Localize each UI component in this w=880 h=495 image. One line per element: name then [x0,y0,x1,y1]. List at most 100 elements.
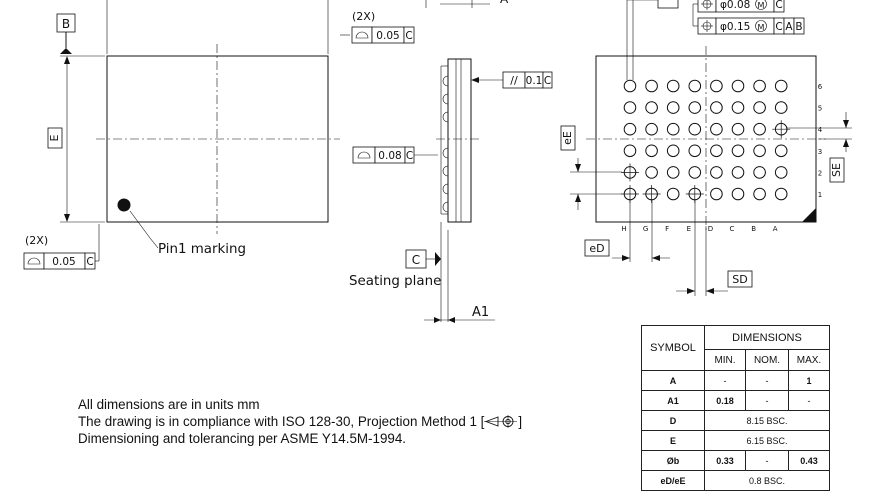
column-label: D [708,225,713,233]
solder-ball [666,101,680,114]
fcf-flatness-datum: C [406,150,413,162]
dim-se-label: SE [830,163,843,177]
fcf-pos2-datum-3: B [795,21,802,33]
fcf-pos2-value: φ0.15 [720,21,750,33]
solder-ball [666,187,680,201]
solder-ball [710,166,723,179]
note-asme: Dimensioning and tolerancing per ASME Y1… [78,431,407,446]
solder-ball [688,144,702,158]
table-row: A1 0.18 - - [641,390,830,411]
solder-ball [645,122,658,136]
side-body [447,58,472,223]
solder-ball [645,144,658,158]
solder-ball [666,166,680,179]
dim-se-box [829,157,845,183]
table-header-symbol: SYMBOL [641,325,705,371]
fcf-top-count: (2X) [352,10,375,23]
solder-ball [623,101,637,114]
fcf-parallel-value: 0.1 [526,75,543,87]
datum-b-label: B [62,17,70,31]
side-view: A // 0.1 C 0.08 C [349,0,553,323]
solder-ball [731,122,745,136]
dim-e-box [47,127,63,149]
ball-grid [623,79,788,201]
pin1-label: Pin1 marking [158,242,246,257]
datum-b-triangle [60,48,72,54]
row-label: 5 [818,105,822,113]
solder-ball [753,101,766,114]
table-col-nom: NOM. [745,349,789,371]
solder-ball [731,187,745,201]
solder-ball [710,187,723,201]
dim-ee-box [560,125,576,151]
table-header-dimensions: DIMENSIONS [704,324,830,351]
dim-sd-box [727,270,753,288]
solder-ball [774,79,788,93]
dim-a-top-label: A [500,0,509,6]
note-units: All dimensions are in units mm [78,397,260,412]
package-outline [106,55,329,223]
fcf-flatness-value: 0.08 [378,150,401,162]
row-label: 2 [818,169,822,177]
fcf-bottom-datum: C [86,256,93,268]
note-iso-tail: ] [518,414,523,429]
solder-ball [710,101,723,114]
dimensions-table: SYMBOL DIMENSIONS MIN. NOM. MAX. A - - 1… [641,324,830,491]
fcf-pos2-datum-2: A [785,21,793,33]
column-label: A [773,225,778,233]
solder-ball [710,79,723,93]
solder-ball [731,144,745,158]
dim-e-label: E [48,134,61,141]
dim-ed-box [584,239,610,257]
table-row: D 8.15 BSC. [641,410,830,431]
table-row: A - - 1 [641,370,830,391]
solder-ball [623,79,637,93]
corner-mark [802,208,816,222]
dim-ed-label: eD [589,242,604,255]
datum-c-label: C [412,253,420,267]
row-label: 1 [818,191,822,199]
solder-ball [753,79,766,93]
solder-ball [666,144,680,158]
seating-plane-label: Seating plane [349,274,441,289]
solder-ball [688,79,702,93]
note-iso-text: The drawing is in compliance with ISO 12… [78,414,485,429]
solder-ball [774,101,788,114]
solder-ball [688,101,702,114]
column-label: E [687,225,691,233]
fcf-bottom-value: 0.05 [52,256,75,268]
fcf-pos2-datum-1: C [775,21,782,33]
table-row: E 6.15 BSC. [641,430,830,451]
datum-c-triangle [435,252,441,266]
solder-ball [753,166,766,179]
solder-ball [774,144,788,158]
row-label: 6 [818,83,823,91]
solder-ball [623,144,637,158]
solder-ball [731,79,745,93]
row-label: 4 [818,126,823,134]
projection-method-icon [484,415,518,428]
solder-ball [688,122,702,136]
fcf-pos1-datum: C [775,0,782,11]
column-label: B [751,225,756,233]
column-label: C [730,225,735,233]
table-col-max: MAX. [788,349,830,371]
column-label: G [643,225,648,233]
fcf-parallel-datum: C [544,75,551,87]
solder-ball [710,122,723,136]
side-balls [442,75,449,213]
note-iso: The drawing is in compliance with ISO 12… [78,413,522,430]
drawing-notes: All dimensions are in units mm The drawi… [78,396,522,447]
solder-ball [774,166,788,179]
fcf-pos2-mod: M [758,23,765,32]
dim-ee-label: eE [561,131,574,145]
solder-ball [666,79,680,93]
fcf-parallel-symbol: // [510,74,518,87]
fcf-bottom-count: (2X) [25,234,48,247]
pin1-marker [117,198,131,212]
solder-ball [753,187,766,201]
